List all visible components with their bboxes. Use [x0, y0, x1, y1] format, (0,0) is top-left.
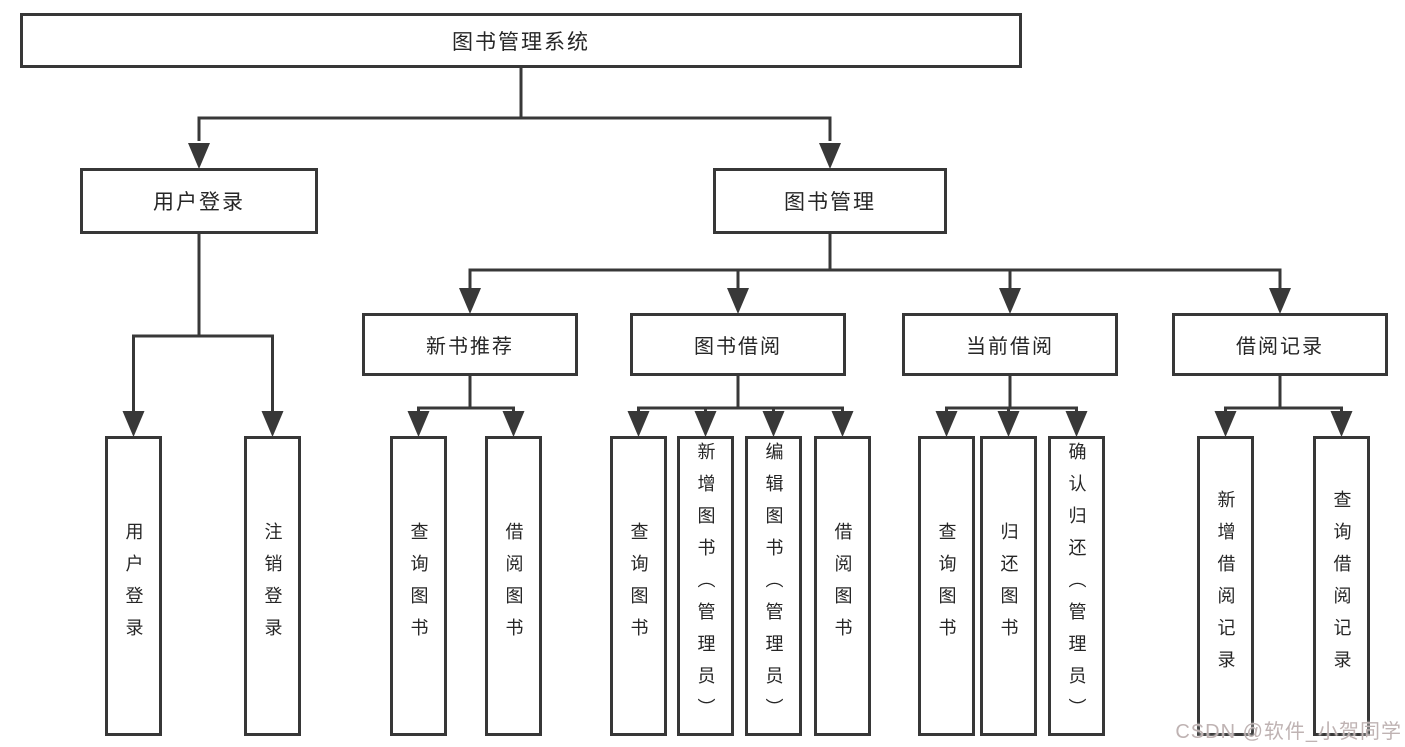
node-book-management: 图书管理: [713, 168, 947, 234]
leaf-query-books-2: 查询图书: [610, 436, 667, 736]
arrow-down-icon: [502, 411, 525, 437]
arrow-down-icon: [1214, 411, 1237, 437]
node-label: 借阅图书: [503, 522, 524, 650]
leaf-add-borrow-record: 新增借阅记录: [1197, 436, 1254, 736]
node-current-borrowing: 当前借阅: [902, 313, 1118, 376]
node-label: 借阅图书: [832, 522, 853, 650]
arrow-down-icon: [627, 411, 650, 437]
node-label: 图书管理: [784, 191, 876, 214]
csdn-watermark: CSDN @软件_小贺同学: [1175, 721, 1402, 743]
arrowheads: [122, 143, 1353, 437]
node-label: 借阅记录: [1236, 336, 1324, 358]
arrow-down-icon: [1269, 288, 1291, 314]
arrow-down-icon: [694, 411, 717, 437]
arrow-down-icon: [459, 288, 481, 314]
node-label: 新增借阅记录: [1215, 490, 1236, 682]
leaf-query-books-1: 查询图书: [390, 436, 447, 736]
tree-edges: [132, 68, 1343, 412]
leaf-query-borrow-record: 查询借阅记录: [1313, 436, 1370, 736]
node-label: 当前借阅: [966, 336, 1054, 358]
arrow-down-icon: [997, 411, 1020, 437]
node-label: 查询借阅记录: [1331, 490, 1352, 682]
node-label: 用户登录: [123, 522, 144, 650]
node-root-system: 图书管理系统: [20, 13, 1022, 68]
node-label: 新增图书（管理员）: [695, 442, 716, 730]
arrow-down-icon: [831, 411, 854, 437]
node-label: 查询图书: [936, 522, 957, 650]
leaf-user-login: 用户登录: [105, 436, 162, 736]
arrow-down-icon: [261, 411, 284, 437]
node-label: 图书借阅: [694, 336, 782, 358]
leaf-query-books-3: 查询图书: [918, 436, 975, 736]
leaf-confirm-return-admin: 确认归还（管理员）: [1048, 436, 1105, 736]
node-label: 图书管理系统: [452, 30, 590, 54]
node-label: 确认归还（管理员）: [1066, 442, 1087, 730]
node-label: 注销登录: [262, 522, 283, 650]
leaf-add-book-admin: 新增图书（管理员）: [677, 436, 734, 736]
node-new-book-recommend: 新书推荐: [362, 313, 578, 376]
leaf-edit-book-admin: 编辑图书（管理员）: [745, 436, 802, 736]
arrow-down-icon: [122, 411, 145, 437]
arrow-down-icon: [819, 143, 841, 169]
leaf-logout: 注销登录: [244, 436, 301, 736]
arrow-down-icon: [1065, 411, 1088, 437]
arrow-down-icon: [1330, 411, 1353, 437]
arrow-down-icon: [999, 288, 1021, 314]
node-label: 新书推荐: [426, 336, 514, 358]
node-label: 编辑图书（管理员）: [763, 442, 784, 730]
node-book-borrowing: 图书借阅: [630, 313, 846, 376]
node-label: 归还图书: [998, 522, 1019, 650]
leaf-return-books: 归还图书: [980, 436, 1037, 736]
node-label: 查询图书: [408, 522, 429, 650]
arrow-down-icon: [727, 288, 749, 314]
leaf-borrow-books-1: 借阅图书: [485, 436, 542, 736]
node-user-login: 用户登录: [80, 168, 318, 234]
node-borrow-records: 借阅记录: [1172, 313, 1388, 376]
node-label: 查询图书: [628, 522, 649, 650]
arrow-down-icon: [762, 411, 785, 437]
arrow-down-icon: [407, 411, 430, 437]
leaf-borrow-books-2: 借阅图书: [814, 436, 871, 736]
arrow-down-icon: [935, 411, 958, 437]
node-label: 用户登录: [153, 191, 245, 214]
arrow-down-icon: [188, 143, 210, 169]
